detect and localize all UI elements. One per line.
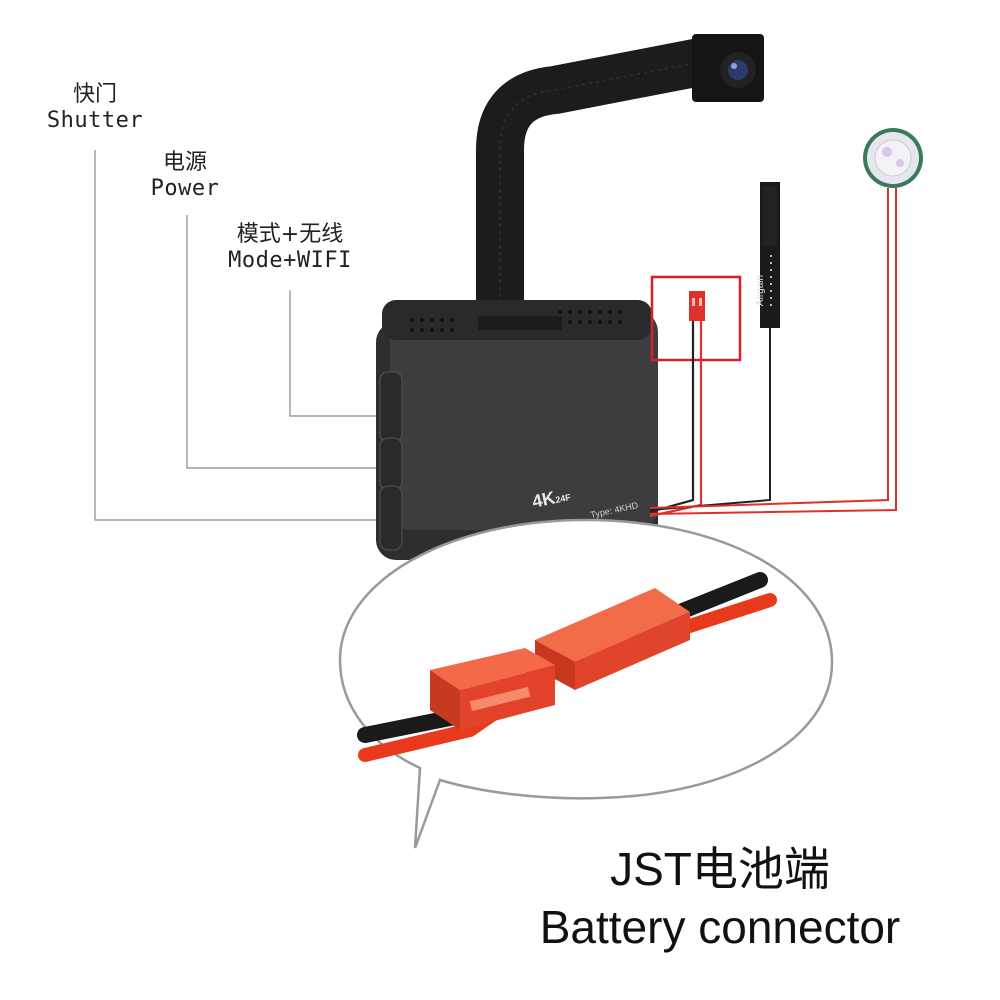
connector-highlight-box <box>650 275 742 362</box>
shutter-label-cn: 快门 <box>72 82 117 107</box>
jst-connector-icon <box>689 291 705 321</box>
connector-callout-bubble <box>338 518 834 849</box>
mode-label: 模式+无线 Mode+WIFI <box>215 222 365 274</box>
power-label-cn: 电源 <box>162 150 207 175</box>
mode-leader-line <box>289 290 383 417</box>
mode-label-en: Mode+WIFI <box>228 248 352 273</box>
shutter-button <box>379 485 403 551</box>
mode-label-cn: 模式+无线 <box>236 222 344 247</box>
caption-line-1: JST电池端 <box>610 843 830 895</box>
callout-lines <box>94 150 385 521</box>
badge-sup: 24F <box>554 492 572 506</box>
camera-lens-icon <box>692 34 764 102</box>
wifi-antenna-icon <box>760 182 780 328</box>
pir-sensor-icon <box>863 128 923 188</box>
ribbon-cable <box>476 38 705 325</box>
ribbon-texture <box>499 61 701 325</box>
power-button <box>379 437 403 491</box>
power-label-en: Power <box>150 176 220 201</box>
antenna-label: Airgain <box>755 274 767 307</box>
power-leader-line <box>186 215 383 469</box>
shutter-leader-line <box>94 150 385 521</box>
mode-button <box>379 371 403 443</box>
badge-4k: 4K <box>530 487 557 512</box>
power-label: 电源 Power <box>130 150 240 202</box>
pir-wire-red <box>649 188 889 509</box>
pir-wire-red-2 <box>649 188 897 515</box>
caption-line-2: Battery connector <box>539 901 901 953</box>
battery-connector-caption: JST电池端 Battery connector <box>470 840 970 956</box>
shutter-label-en: Shutter <box>46 108 144 133</box>
antenna-wire <box>649 328 771 511</box>
camera-device <box>376 300 658 560</box>
shutter-label: 快门 Shutter <box>30 82 160 134</box>
